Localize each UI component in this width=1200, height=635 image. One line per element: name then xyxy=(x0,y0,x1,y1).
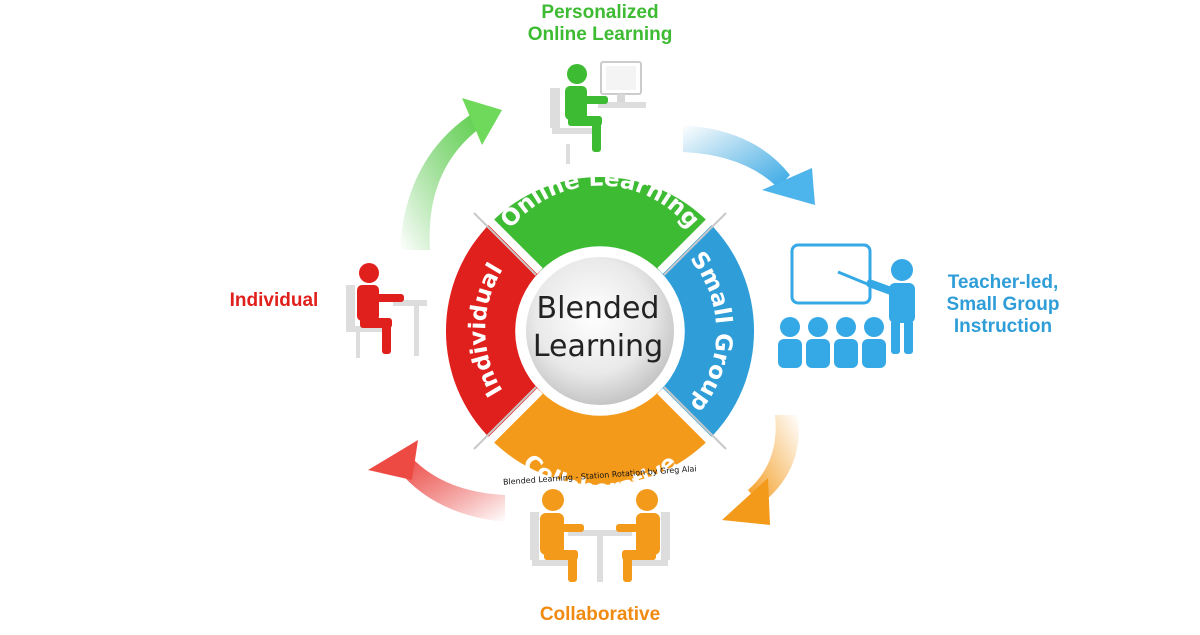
cycle-arrow-blue xyxy=(683,125,815,205)
station-label-online: Personalized Online Learning xyxy=(470,2,730,46)
cycle-arrow-green xyxy=(400,98,502,250)
ring xyxy=(445,176,755,486)
station-label-collaborative: Collaborative xyxy=(539,604,661,625)
station-label-teacher-line2: Small Group xyxy=(946,294,1060,315)
station-label-teacher-line1: Teacher-led, xyxy=(947,272,1059,293)
station-label-teacher: Teacher-led, Small Group Instruction xyxy=(928,272,1078,338)
ring-separator-shadows xyxy=(473,212,727,450)
teacher-group-icon xyxy=(778,243,915,368)
online-learner-icon xyxy=(550,61,646,164)
ring-segment-online xyxy=(491,176,709,272)
ring-segment-collaborative xyxy=(491,390,709,486)
center-title-line1: Blended xyxy=(537,291,660,326)
collaborators-icon xyxy=(530,489,670,582)
center-circle xyxy=(526,257,674,405)
cycle-arrow-red xyxy=(368,440,505,522)
station-label-online-line2: Online Learning xyxy=(527,24,673,45)
station-label-individual: Individual xyxy=(229,290,319,311)
individual-learner-icon xyxy=(346,263,427,358)
ring-separators xyxy=(475,206,725,456)
station-label-teacher-line3: Instruction xyxy=(953,316,1053,337)
cycle-arrow-orange xyxy=(722,415,799,525)
ring-segment-small-group xyxy=(659,222,755,440)
center-title-line2: Learning xyxy=(533,329,663,364)
ring-segment-individual xyxy=(445,222,541,440)
station-label-online-line1: Personalized xyxy=(541,2,659,23)
